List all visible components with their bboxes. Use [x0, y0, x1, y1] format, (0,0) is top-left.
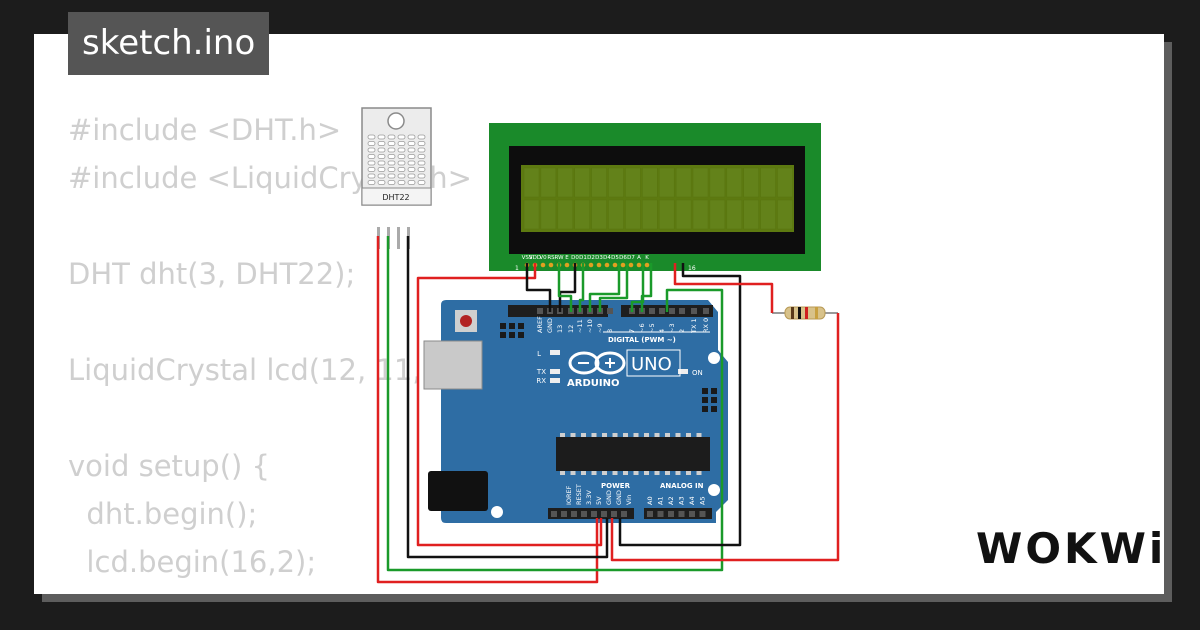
digital-pin-label: 4	[658, 329, 666, 333]
power-pin-label: GND	[615, 490, 623, 505]
power-pin-label: 5V	[595, 496, 603, 505]
wire-lcd-vdd	[416, 263, 603, 547]
code-line: LiquidCrystal lcd(12, 11,	[68, 353, 422, 387]
wire-lcd-d5	[598, 263, 629, 312]
wires	[376, 236, 840, 584]
digital-pin-label: RX 0	[702, 318, 710, 333]
code-line: void setup() {	[68, 449, 270, 483]
power-label: POWER	[601, 482, 631, 490]
power-pin-label: RESET	[575, 484, 583, 505]
code-line: lcd.begin(16,2);	[68, 545, 317, 579]
digital-pin-label: 8	[606, 329, 614, 333]
wire-lcd-k	[618, 263, 742, 547]
wire-lcd-e	[578, 263, 585, 312]
led-rx-label: RX	[536, 377, 546, 385]
wire-dht-data	[386, 236, 724, 572]
lcd-pin-label: D5	[611, 255, 619, 261]
lcd-pin-label: VDD	[529, 255, 541, 261]
lcd-pin-label: D4	[603, 255, 611, 261]
lcd-pin-label: D3	[595, 255, 603, 261]
wire-lcd-d6	[630, 263, 645, 312]
digital-pin-label: ~3	[668, 323, 676, 333]
lcd-pin-label: VSS	[522, 255, 533, 261]
lcd-pin-label: V0	[539, 255, 547, 261]
digital-pin-label: ~6	[638, 323, 646, 333]
power-pin-label: Vin	[625, 495, 633, 505]
digital-pin-label: ~9	[596, 323, 604, 333]
analog-pin-label: A2	[667, 496, 675, 505]
resistor	[772, 306, 838, 320]
analog-pin-label: A4	[688, 496, 696, 505]
wire-dht-gnd	[406, 236, 609, 559]
lcd-pin-label: D7	[627, 255, 635, 261]
lcd-pin-1-label: 1	[515, 265, 519, 272]
digital-pin-label: ~5	[648, 323, 656, 333]
dht22-sensor: DHT22	[361, 107, 432, 249]
arduino-brand: ARDUINO	[567, 378, 619, 389]
lcd-pin-label: D1	[579, 255, 587, 261]
power-pin-label: 3.3V	[585, 490, 593, 505]
lcd-pin-label: D0	[571, 255, 579, 261]
analog-pin-label: A3	[678, 496, 686, 505]
wokwi-logo: WOKWi	[976, 524, 1167, 573]
lcd-pin-label: RS	[547, 255, 555, 261]
digital-pwm-label: DIGITAL (PWM ~)	[608, 336, 676, 344]
digital-pin-label: ~11	[576, 319, 584, 333]
analog-in-label: ANALOG IN	[660, 482, 704, 490]
lcd-pin-label: A	[637, 255, 641, 261]
led-l-label: L	[537, 350, 541, 358]
code-line: #include <DHT.h>	[68, 113, 342, 147]
wire-lcd-rs	[557, 263, 573, 312]
code-line: }	[68, 586, 472, 594]
code-line: dht.begin();	[68, 497, 258, 531]
wire-lcd-gnd	[525, 263, 552, 312]
lcd-pin-label: D6	[619, 255, 627, 261]
arduino-infinity-logo	[568, 351, 626, 375]
led-tx-label: TX	[536, 368, 546, 376]
digital-pin-label: ~10	[586, 319, 594, 333]
file-tab-title: sketch.ino	[68, 12, 270, 75]
digital-pin-label: 2	[678, 329, 686, 333]
lcd-pin-label: K	[645, 255, 649, 261]
dht22-label: DHT22	[382, 193, 409, 202]
wire-resistor-out	[610, 313, 840, 562]
digital-pin-label: 13	[556, 325, 564, 333]
digital-pin-label: GND	[546, 318, 554, 333]
wire-lcd-rw	[558, 263, 577, 312]
lcd-pin-label: D2	[587, 255, 595, 261]
led-on-label: ON	[692, 369, 703, 377]
lcd-pin-16-label: 16	[688, 265, 696, 272]
code-line: DHT dht(3, DHT22);	[68, 257, 356, 291]
power-pin-label: GND	[605, 490, 613, 505]
lcd-pin-label: E	[565, 255, 569, 261]
digital-pin-label: TX 1	[690, 318, 698, 334]
arduino-model: UNO	[631, 354, 672, 375]
digital-pin-label: 7	[628, 329, 636, 333]
wire-lcd-d7	[640, 263, 653, 312]
wire-lcd-d4	[588, 263, 621, 312]
analog-pin-label: A0	[646, 496, 654, 505]
power-pin-label: IOREF	[565, 485, 573, 505]
digital-pin-label: AREF	[536, 316, 544, 333]
lcd-pin-label: RW	[554, 255, 564, 261]
analog-pin-label: A1	[657, 496, 665, 505]
analog-pin-label: A5	[699, 496, 707, 505]
digital-pin-label: 12	[567, 325, 575, 333]
wire-lcd-a	[673, 263, 774, 313]
wire-dht-vcc	[376, 236, 599, 584]
